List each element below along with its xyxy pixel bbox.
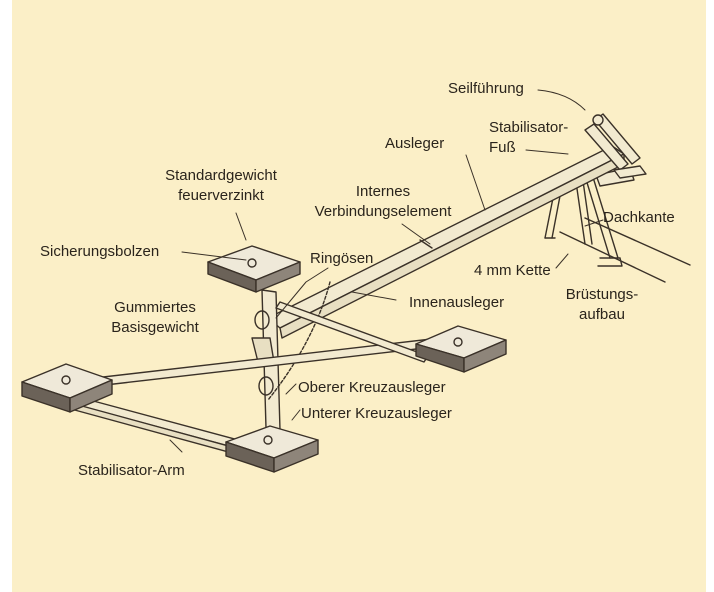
weight-bottom (225, 425, 319, 473)
label-sicherungsbolzen: Sicherungsbolzen (40, 243, 160, 260)
label-stabilisator-fuss-1: Stabilisator- (489, 119, 569, 136)
label-gummiertes-1: Gummiertes (114, 299, 196, 316)
label-stabilisator-arm: Stabilisator-Arm (78, 462, 185, 479)
lower-cross-boom (275, 301, 429, 363)
label-stabilisator-fuss-2: Fuß (489, 139, 516, 156)
label-innenausleger: Innenausleger (409, 294, 505, 311)
label-standardgewicht-2: feuerverzinkt (178, 187, 264, 204)
label-ausleger: Ausleger (385, 135, 445, 152)
label-oberer-kreuzausleger: Oberer Kreuzausleger (298, 379, 446, 396)
roof-edge-line-lower (559, 231, 666, 283)
label-kette: 4 mm Kette (474, 262, 551, 279)
label-unterer-kreuzausleger: Unterer Kreuzausleger (301, 405, 452, 422)
leader-lines (169, 89, 604, 453)
weight-top (207, 245, 301, 293)
roof-edge-line (584, 217, 691, 266)
label-standardgewicht-1: Standardgewicht (165, 167, 277, 184)
label-dachkante: Dachkante (603, 209, 675, 226)
weight-right (415, 325, 507, 373)
label-internes-1: Internes (355, 183, 411, 200)
label-seilfuehrung: Seilführung (448, 80, 524, 97)
label-gummiertes-2: Basisgewicht (111, 319, 199, 336)
chain (267, 281, 331, 401)
label-ringoesen: Ringösen (310, 250, 374, 267)
label-bruestungs-2: aufbau (579, 306, 625, 323)
label-bruestungs-1: Brüstungs- (565, 286, 639, 303)
rope-guide (584, 113, 647, 179)
weight-left (21, 363, 113, 413)
label-internes-2: Verbindungselement (314, 203, 452, 220)
